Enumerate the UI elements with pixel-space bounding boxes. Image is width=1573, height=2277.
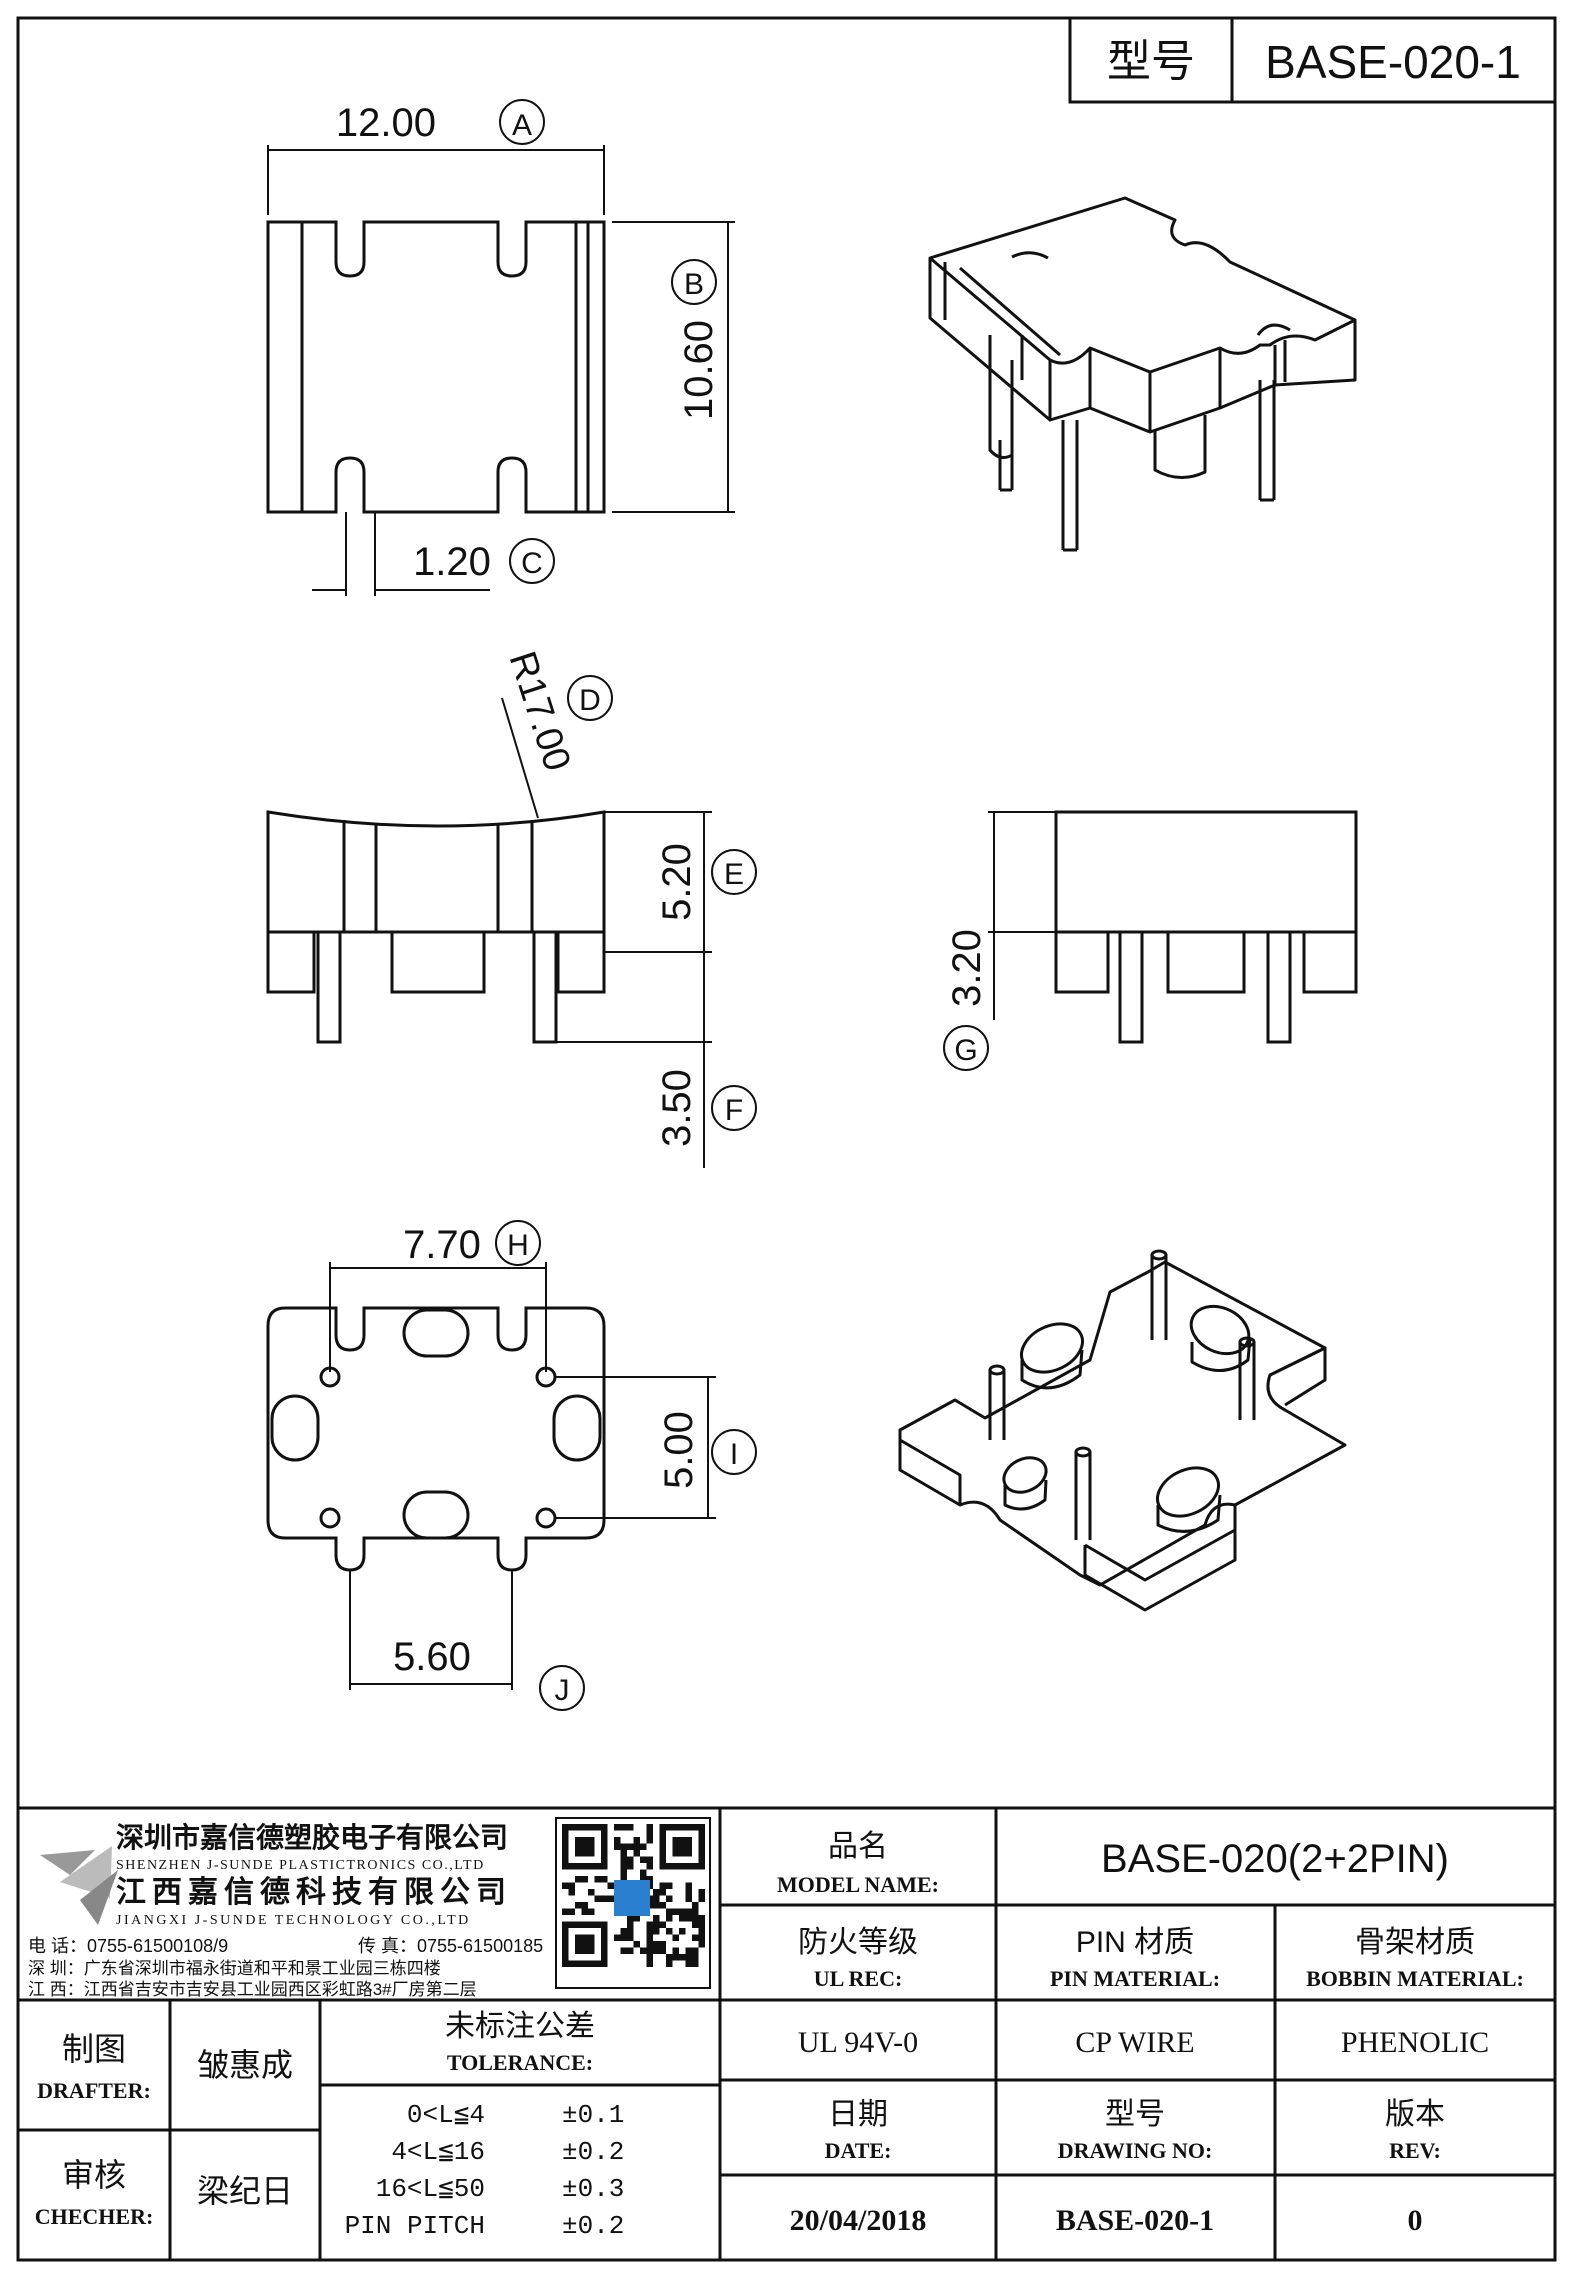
sheet-frame <box>16 16 1557 2262</box>
dim-radius-value: R17.00 <box>501 647 579 777</box>
tolerance-range: 0<L≦4 <box>407 2100 485 2130</box>
tolerance-range: 4<L≦16 <box>391 2137 485 2167</box>
header-model-label: 型号 <box>1107 37 1195 86</box>
dim-slot-x-tag-circle <box>539 1665 585 1711</box>
dim-pitch-y-tag-circle <box>711 1429 757 1475</box>
top-view <box>266 145 735 596</box>
bobbin-material-cn: 骨架材质 <box>1355 1926 1475 1959</box>
dim-slot-x-tag: J <box>555 1674 570 1707</box>
dim-slot-x-value: 5.60 <box>393 1635 471 1679</box>
model-name-value: BASE-020(2+2PIN) <box>1101 1837 1449 1881</box>
company-name-en-2: JIANGXI J-SUNDE TECHNOLOGY CO.,LTD <box>116 1913 471 1928</box>
ul-rec-cn: 防火等级 <box>798 1926 918 1959</box>
dim-height-tag-circle <box>711 849 757 895</box>
dim-depth-tag-circle <box>671 259 717 305</box>
dim-radius-tag-circle <box>567 675 613 721</box>
dim-depth-value: 10.60 <box>677 320 721 420</box>
company-logo <box>40 1846 118 1925</box>
tolerance-value: ±0.3 <box>562 2174 624 2204</box>
title-block <box>18 1806 1555 2260</box>
header-box: 型号 BASE-020-1 <box>1068 16 1557 104</box>
company-tel: 电 话：0755-61500108/9 <box>28 1936 228 1956</box>
pin-material-cn: PIN 材质 <box>1076 1926 1194 1959</box>
dim-pitch-y-tag: I <box>730 1438 738 1471</box>
dim-pin-len-value: 3.50 <box>655 1069 699 1147</box>
dim-width-tag-circle <box>499 99 545 145</box>
tolerance-en: TOLERANCE: <box>447 2050 593 2075</box>
dim-pitch-x-value: 7.70 <box>403 1223 481 1267</box>
company-fax: 传 真：0755-61500185 <box>358 1936 543 1956</box>
date-cn: 日期 <box>828 2098 888 2131</box>
drafter-cn: 制图 <box>62 2031 126 2067</box>
drawing-no-value: BASE-020-1 <box>1056 2204 1214 2237</box>
ul-rec-en: UL REC: <box>814 1966 903 1991</box>
dim-standoff-tag-circle <box>943 1025 989 1071</box>
dim-standoff-value: 3.20 <box>945 929 989 1007</box>
tolerance-table: 0<L≦4 ±0.1 4<L≦16 ±0.2 16<L≦50 ±0.3 PIN … <box>345 2100 625 2241</box>
tolerance-cn: 未标注公差 <box>445 2010 595 2043</box>
company-name-cn-1: 深圳市嘉信德塑胶电子有限公司 <box>116 1821 508 1853</box>
model-name-cn: 品名 <box>828 1830 888 1863</box>
dim-width-value: 12.00 <box>336 101 436 145</box>
dim-pitch-x-tag-circle <box>495 1220 541 1266</box>
company-name-en-1: SHENZHEN J-SUNDE PLASTICTRONICS CO.,LTD <box>116 1858 485 1873</box>
dim-depth-tag: B <box>684 268 704 301</box>
drafter-name: 皱惠成 <box>197 2047 293 2083</box>
dim-pin-dia-tag: C <box>521 547 543 580</box>
dim-pin-len-tag-circle <box>711 1085 757 1131</box>
rev-en: REV: <box>1389 2138 1441 2163</box>
tolerance-value: ±0.1 <box>562 2100 624 2130</box>
tolerance-value: ±0.2 <box>562 2137 624 2167</box>
checker-name: 梁纪日 <box>197 2173 293 2209</box>
tolerance-range: PIN PITCH <box>345 2211 485 2241</box>
dim-height-tag: E <box>724 858 744 891</box>
drafter-en: DRAFTER: <box>37 2078 151 2103</box>
bobbin-material-value: PHENOLIC <box>1341 2026 1489 2059</box>
dim-pitch-x-tag: H <box>507 1229 529 1262</box>
dim-pitch-y-value: 5.00 <box>657 1411 701 1489</box>
company-addr-shenzhen: 深 圳：广东省深圳市福永街道和平和景工业园三栋四楼 <box>28 1959 441 1978</box>
bottom-view <box>266 1262 716 1690</box>
rev-value: 0 <box>1408 2204 1423 2237</box>
dim-standoff-tag: G <box>954 1034 977 1067</box>
bobbin-material-en: BOBBIN MATERIAL: <box>1306 1966 1524 1991</box>
pin-material-value: CP WIRE <box>1075 2026 1194 2059</box>
qr-code <box>555 1817 711 1989</box>
pin-material-en: PIN MATERIAL: <box>1050 1966 1220 1991</box>
drawing-no-en: DRAWING NO: <box>1058 2138 1213 2163</box>
iso-view-bottom <box>898 1249 1347 1612</box>
company-name-cn-2: 江西嘉信德科技有限公司 <box>116 1876 512 1909</box>
front-view <box>266 697 712 1168</box>
checker-cn: 审核 <box>62 2157 126 2193</box>
drawing-no-cn: 型号 <box>1105 2098 1165 2131</box>
iso-view-top <box>928 196 1357 552</box>
checker-en: CHECHER: <box>35 2204 154 2229</box>
dim-height-value: 5.20 <box>655 843 699 921</box>
date-value: 20/04/2018 <box>790 2204 927 2237</box>
date-en: DATE: <box>825 2138 892 2163</box>
dim-width-tag: A <box>512 109 532 142</box>
model-name-en: MODEL NAME: <box>777 1872 939 1897</box>
rev-cn: 版本 <box>1385 2098 1445 2131</box>
dim-radius-tag: D <box>579 684 601 717</box>
side-view <box>988 810 1358 1044</box>
header-model-value: BASE-020-1 <box>1265 36 1521 88</box>
company-addr-jiangxi: 江 西：江西省吉安市吉安县工业园西区彩虹路3#厂房第二层 <box>28 1980 477 1999</box>
ul-rec-value: UL 94V-0 <box>798 2026 918 2059</box>
dim-pin-dia-value: 1.20 <box>413 540 491 584</box>
tolerance-value: ±0.2 <box>562 2211 624 2241</box>
tolerance-range: 16<L≦50 <box>376 2174 485 2204</box>
dim-pin-dia-tag-circle <box>509 538 555 584</box>
dim-pin-len-tag: F <box>725 1094 743 1127</box>
